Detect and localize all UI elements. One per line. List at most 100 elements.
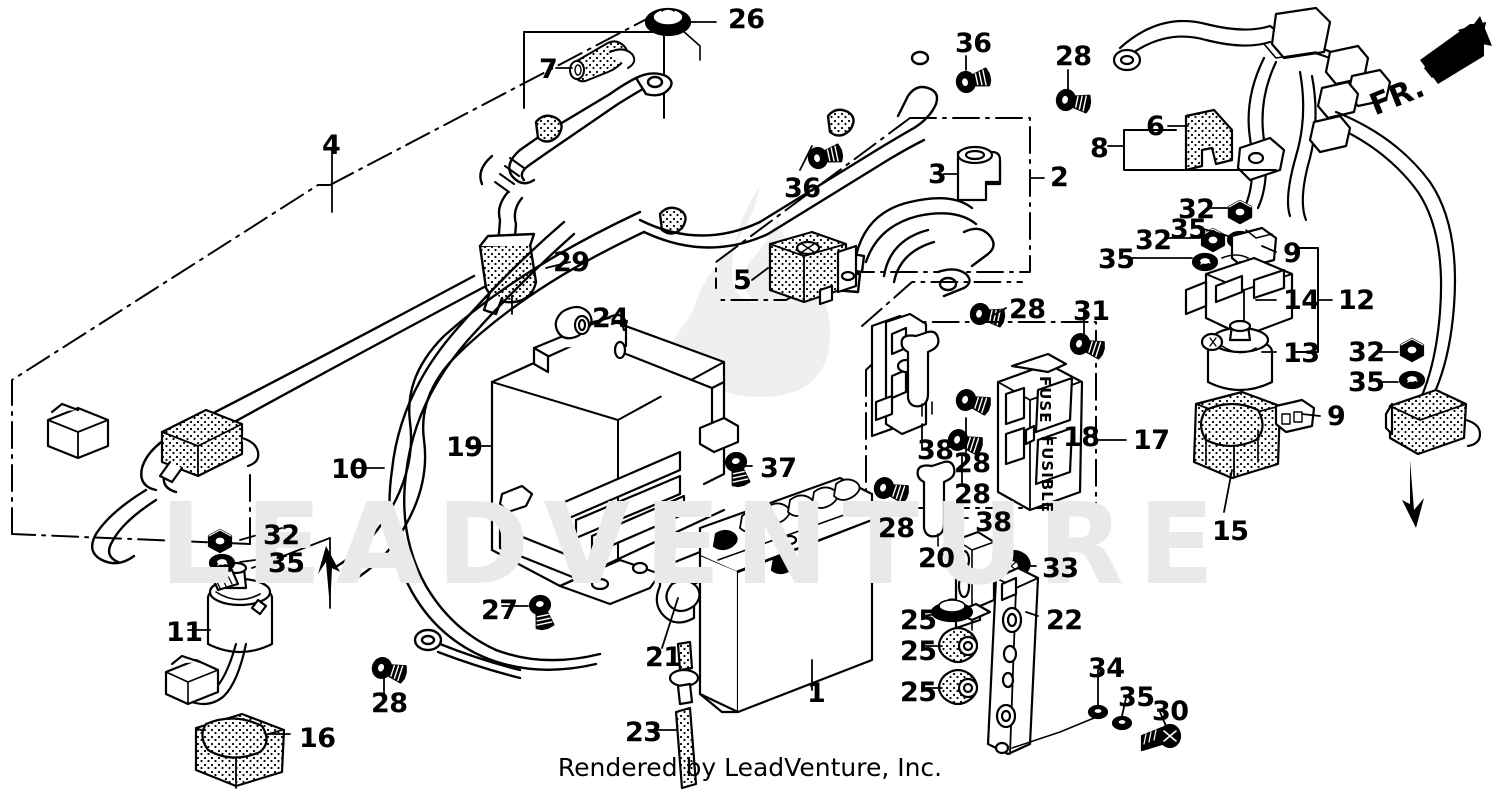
callout-25: 25: [900, 636, 937, 667]
part-15-relay-holder: [1192, 390, 1282, 480]
callout-37: 37: [760, 453, 797, 484]
footer-attribution: Rendered by LeadVenture, Inc.: [557, 753, 943, 782]
part-25-grommet-b: [937, 626, 979, 664]
part-9-connector-lower: [1274, 398, 1316, 434]
part-18-fuse-box: [996, 352, 1084, 512]
callout-5: 5: [733, 265, 752, 296]
part-36-bolt-upper: [954, 66, 993, 95]
callout-11: 11: [166, 617, 203, 648]
part-32-nut-a: [1227, 199, 1253, 225]
callout-9: 9: [1283, 238, 1302, 269]
part-25-grommet-c: [937, 668, 979, 706]
callout-28: 28: [1009, 294, 1046, 325]
part-28-bolt-top: [1054, 87, 1093, 116]
part-37-bolt: [723, 450, 752, 489]
part-38-clip-lower: [916, 460, 956, 547]
callout-18: 18: [1063, 422, 1100, 453]
callout-21: 21: [645, 642, 682, 673]
part-28-bolt-left: [369, 654, 410, 687]
callout-36: 36: [955, 28, 992, 59]
part-25-grommet-a: [930, 598, 974, 623]
callout-35: 35: [1098, 244, 1135, 275]
callout-34: 34: [1088, 653, 1125, 684]
callout-31: 31: [1073, 296, 1110, 327]
callout-35: 35: [268, 548, 305, 579]
part-16-holder: [194, 712, 286, 789]
direction-arrow-up-left: [318, 546, 340, 608]
callout-33: 33: [1042, 553, 1079, 584]
callout-32: 32: [1178, 194, 1215, 225]
callout-22: 22: [1046, 605, 1083, 636]
callout-30: 30: [1152, 696, 1189, 727]
callout-15: 15: [1212, 516, 1249, 547]
callout-28: 28: [954, 479, 991, 510]
part-6-clamp: [1184, 108, 1234, 172]
callout-38: 38: [975, 507, 1012, 538]
part-35-washer-b: [1191, 252, 1219, 272]
callout-3: 3: [928, 159, 947, 190]
part-22-stay: [986, 566, 1040, 756]
callout-23: 23: [625, 717, 662, 748]
callout-12: 12: [1338, 285, 1375, 316]
callout-4: 4: [322, 130, 341, 161]
part-35-washer-c: [1398, 370, 1426, 390]
callout-28: 28: [954, 448, 991, 479]
callout-32: 32: [263, 520, 300, 551]
callout-28: 28: [878, 513, 915, 544]
left-connector-plug: [46, 402, 110, 460]
part-34-collar: [1087, 704, 1109, 720]
callout-9: 9: [1327, 401, 1346, 432]
part-3-cap: [956, 145, 1002, 202]
part-32-nut-left: [207, 528, 233, 554]
callout-16: 16: [299, 723, 336, 754]
part-24-damper: [554, 305, 593, 340]
battery-hold-stud: [668, 640, 700, 706]
part-26-grommet: [644, 7, 692, 37]
part-32-nut-c: [1399, 337, 1425, 363]
part-31-bolt: [1067, 330, 1108, 363]
callout-28: 28: [371, 688, 408, 719]
part-28-bolt-f1: [953, 386, 994, 419]
callout-27: 27: [481, 595, 518, 626]
callout-6: 6: [1146, 111, 1165, 142]
part-30-screw: [1140, 723, 1182, 752]
callout-20: 20: [918, 543, 955, 574]
callout-26: 26: [728, 4, 765, 35]
callout-24: 24: [592, 303, 629, 334]
callout-13: 13: [1283, 338, 1320, 369]
callout-8: 8: [1090, 133, 1109, 164]
part-11-solenoid: [164, 561, 274, 706]
part-7-terminal-boot: [569, 40, 636, 83]
callout-32: 32: [1348, 337, 1385, 368]
callout-25: 25: [900, 605, 937, 636]
part-27-bolt: [527, 593, 556, 632]
callout-14: 14: [1283, 285, 1320, 316]
right-angle-connector: [158, 408, 260, 484]
part-14-relay: [1184, 254, 1294, 338]
part-5-relay-block: [768, 230, 848, 306]
part-19-battery-box: [490, 313, 740, 606]
part-36-bolt-lower: [806, 142, 845, 171]
callout-29: 29: [553, 247, 590, 278]
part-20-bracket: [954, 530, 996, 631]
fuse-box-label-fuse: FUSE: [1036, 376, 1054, 424]
direction-arrow-down: [1402, 460, 1424, 528]
callout-28: 28: [1055, 41, 1092, 72]
fuse-box-label-fusible: FUSIBLE: [1038, 436, 1056, 514]
leader-lines: [187, 21, 1399, 735]
callout-35: 35: [1348, 367, 1385, 398]
part-38-clip-upper: [900, 330, 940, 417]
callout-2: 2: [1050, 162, 1069, 193]
right-terminal-connector: [1384, 388, 1482, 456]
callout-32: 32: [1135, 225, 1172, 256]
part-28-bolt-f3: [871, 474, 912, 507]
part-35-washer-left: [208, 553, 236, 573]
part-35-washer-d: [1111, 715, 1133, 731]
callout-10: 10: [331, 454, 368, 485]
callout-38: 38: [917, 435, 954, 466]
callout-17: 17: [1133, 425, 1170, 456]
callout-35: 35: [1118, 682, 1155, 713]
part-1-battery: [698, 476, 874, 714]
callout-7: 7: [539, 54, 558, 85]
